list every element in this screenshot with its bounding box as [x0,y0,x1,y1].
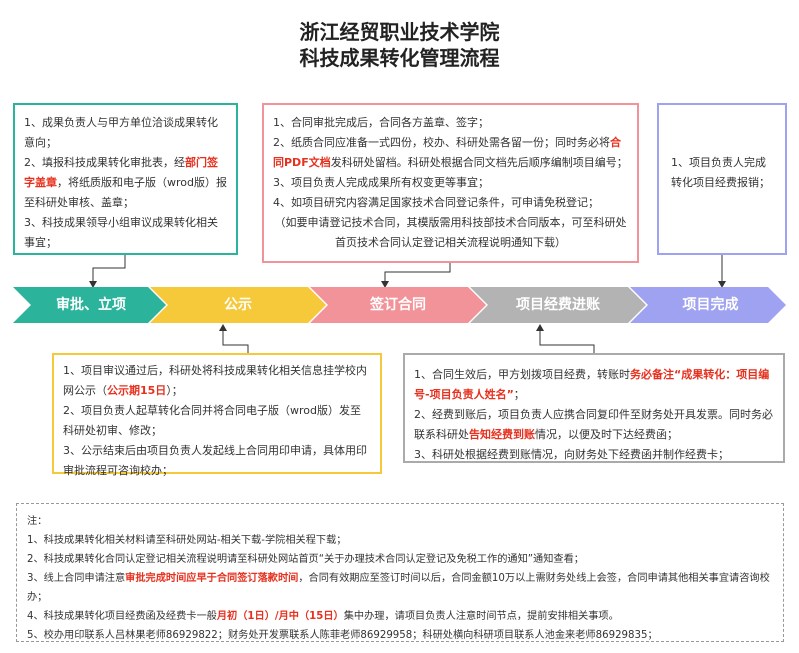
stage-arrow-contract [310,287,486,323]
arrowhead-funds [536,324,544,331]
connector-contract [384,263,451,281]
complete-step-1: 1、项目负责人完成转化项目经费报销； [671,156,770,189]
note-4-highlight-1: 月初（1日） [216,611,275,622]
notes-heading: 注： [27,516,48,527]
arrowhead-complete [718,281,726,288]
approval-step-2: 2、填报科技成果转化审批表，经部门签字盖章，将纸质版和电子版（wrod版）报至科… [24,153,227,213]
note-1: 1、科技成果转化相关材料请至科研处网站-相关下载-学院相关程下载； [27,535,347,546]
arrowhead-approval [89,281,97,288]
stage-arrow-publicity [150,287,326,323]
funds-steps-box: 1、合同生效后，甲方划拨项目经费，转账时务必备注“成果转化：项目编号-项目负责人… [403,353,785,463]
funds-step-2-text: 2、经费到账后，项目负责人应携合同复印件至财务处开具发票。同时务必联系科研处 [414,408,773,441]
contract-step-2-highlight: 合同PDF文档 [273,136,621,169]
contract-step-4-note: （如要申请登记技术合同，其模版需用科技部技术合同版本，可至科研处首页技术合同认定… [274,216,627,249]
approval-step-2-text: 2、填报科技成果转化审批表，经 [24,156,185,169]
arrowhead-contract [381,281,389,288]
approval-steps-box: 1、成果负责人与甲方单位洽谈成果转化意向； 2、填报科技成果转化审批表，经部门签… [13,103,238,255]
approval-step-2-text-end: ，将纸质版和电子版（wrod版）报至科研处审核、盖章； [24,176,227,209]
contract-step-2: 2、纸质合同应准备一式四份，校办、科研处需各留一份；同时务必将合同PDF文档发科… [273,133,628,173]
connector-approval [92,255,126,281]
notes-box: 注： 1、科技成果转化相关材料请至科研处网站-相关下载-学院相关程下载； 2、科… [16,503,784,642]
connector-funds [539,331,595,353]
approval-step-1: 1、成果负责人与甲方单位洽谈成果转化意向； [24,116,218,149]
stage-arrow-complete [630,287,786,323]
funds-step-2: 2、经费到账后，项目负责人应携合同复印件至财务处开具发票。同时务必联系科研处告知… [414,405,774,445]
publicity-step-1-highlight: 公示期15日 [107,384,167,397]
stage-label-funds: 项目经费进账 [516,297,600,313]
stage-label-approval: 审批、立项 [56,297,126,313]
funds-step-1: 1、合同生效后，甲方划拨项目经费，转账时务必备注“成果转化：项目编号-项目负责人… [414,365,774,405]
approval-step-3: 3、科技成果领导小组审议成果转化相关事宜； [24,216,218,249]
publicity-step-3: 3、公示结束后由项目负责人发起线上合同用印申请，具体用印审批流程可咨询校办； [63,444,367,477]
note-3-text: 3、线上合同申请注意 [27,573,126,584]
funds-step-1-text: 1、合同生效后，甲方划拨项目经费，转账时 [414,368,630,381]
connector-arrowheads [89,281,726,331]
stage-arrow-funds [470,287,646,323]
funds-step-3: 3、科研处根据经费到账情况，向财务处下经费函并制作经费卡； [414,448,729,461]
contract-step-2-text-end: 发科研处留档。科研处根据合同文档先后顺序编制项目编号； [330,156,628,169]
publicity-steps-box: 1、项目审议通过后，科研处将科技成果转化相关信息挂学校内网公示（公示期15日）；… [52,353,382,477]
note-4-text: 4、科技成果转化项目经费函及经费卡一般 [27,611,217,622]
stage-label-publicity: 公示 [224,297,252,313]
approval-step-2-highlight: 部门签字盖章 [24,156,218,189]
note-4-text-end: 集中办理，请项目负责人注意时间节点，提前安排相关事项。 [343,611,619,622]
note-4-separator: / [274,611,279,622]
note-4-highlight-2: 月中（15日） [278,611,344,622]
publicity-step-1-text: 1、项目审议通过后，科研处将科技成果转化相关信息挂学校内网公示（ [63,364,367,397]
publicity-step-1: 1、项目审议通过后，科研处将科技成果转化相关信息挂学校内网公示（公示期15日）； [63,361,371,401]
contract-step-4: 4、如项目研究内容满足国家技术合同登记条件，可申请免税登记； [273,196,599,209]
funds-step-1-text-end: ； [513,388,525,401]
funds-step-2-highlight: 告知经费到账 [469,428,535,441]
funds-step-1-highlight: 务必备注“成果转化：项目编号-项目负责人姓名” [414,368,770,401]
note-2: 2、科技成果转化合同认定登记相关流程说明请至科研处网站首页“关于办理技术合同认定… [27,554,584,565]
arrowhead-publicity [219,324,227,331]
connector-lines [92,255,723,353]
stage-label-contract: 签订合同 [370,297,426,313]
funds-step-2-text-end: 情况，以便及时下达经费函； [535,428,678,441]
contract-step-3: 3、项目负责人完成成果所有权变更等事宜； [273,176,489,189]
publicity-step-1-text-end: ）； [166,384,183,397]
contract-step-2-text: 2、纸质合同应准备一式四份，校办、科研处需各留一份；同时务必将 [273,136,610,149]
stage-arrow-approval [13,287,166,323]
note-3-highlight: 审批完成时间应早于合同签订落款时间 [125,573,299,584]
connector-publicity [222,331,249,353]
complete-steps-box: 1、项目负责人完成转化项目经费报销； [657,103,787,255]
page-title-line1: 浙江经贸职业技术学院 [299,20,500,44]
note-3: 3、线上合同申请注意审批完成时间应早于合同签订落款时间，合同有效期应至签订时间以… [27,569,773,607]
note-5: 5、校办用印联系人吕林果老师86929822；财务处开发票联系人陈菲老师8692… [27,630,658,641]
contract-step-1: 1、合同审批完成后，合同各方盖章、签字； [273,116,489,129]
publicity-step-2: 2、项目负责人起草转化合同并将合同电子版（wrod版）发至科研处初审、修改； [63,404,361,437]
note-3-text-end: ，合同有效期应至签订时间以后，合同金额10万以上需财务处线上会签，合同申请其他相… [27,573,770,603]
contract-steps-box: 1、合同审批完成后，合同各方盖章、签字； 2、纸质合同应准备一式四份，校办、科研… [262,103,639,263]
page-title-line2: 科技成果转化管理流程 [299,46,500,70]
stage-label-complete: 项目完成 [682,297,739,313]
note-4: 4、科技成果转化项目经费函及经费卡一般月初（1日）/月中（15日）集中办理，请项… [27,607,773,626]
